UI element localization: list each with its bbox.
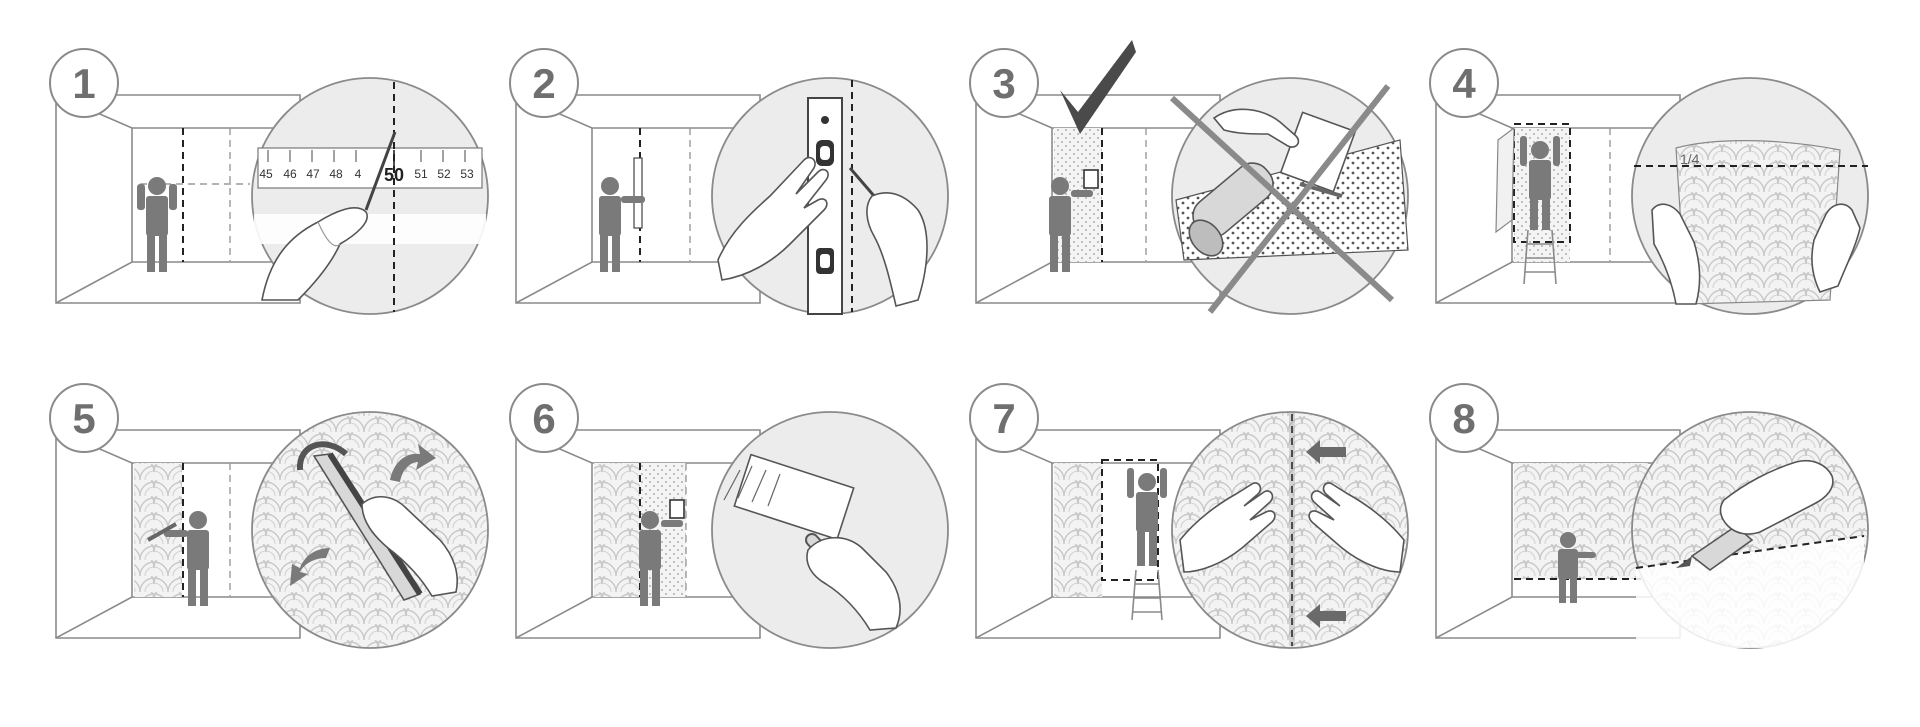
person-figure (639, 499, 685, 606)
hand-with-pencil-icon (261, 131, 397, 301)
hand-icon (1811, 203, 1861, 293)
paint-roller-icon (1188, 162, 1274, 257)
step-number: 2 (532, 60, 555, 107)
step-number-badge: 5 (49, 383, 119, 453)
wallpaper-roll-icon (1495, 126, 1515, 234)
ladder-icon (1131, 569, 1163, 621)
cross-icon (1169, 84, 1395, 314)
step-number-badge: 8 (1429, 383, 1499, 453)
arrow-left-icon (1306, 440, 1346, 464)
strip-fraction-label: 1/4 (1680, 151, 1700, 167)
step-5-panel: 5 (49, 383, 489, 649)
arrow-left-icon (1306, 604, 1346, 628)
step-number-badge: 2 (509, 48, 579, 118)
detail-circle: 45 46 47 48 4 50 51 52 53 (251, 77, 489, 315)
step-7-panel: 7 (969, 383, 1409, 649)
person-figure (1127, 468, 1167, 566)
step-number-badge: 6 (509, 383, 579, 453)
step-number-badge: 7 (969, 383, 1039, 453)
ruler-tick-label: 47 (306, 167, 320, 181)
room-outline (55, 429, 301, 639)
detail-circle (1631, 411, 1869, 649)
person-figure (147, 511, 209, 606)
utility-knife-icon (1676, 524, 1754, 571)
detail-circle: 1/4 (1631, 77, 1869, 315)
ruler-tick-label: 52 (437, 167, 451, 181)
detail-circle (251, 411, 489, 649)
hand-with-pencil-icon (848, 167, 928, 307)
detail-circle (1169, 77, 1409, 315)
ruler-tick-label: 45 (259, 167, 273, 181)
step-number: 3 (992, 60, 1015, 107)
hand-icon (1719, 460, 1834, 535)
step-number: 1 (72, 60, 95, 107)
step-3-panel: 3 (969, 40, 1409, 315)
step-number: 7 (992, 395, 1015, 442)
smoothing-brush-icon (296, 441, 423, 601)
check-mark-icon (1060, 40, 1136, 134)
step-number: 5 (72, 395, 95, 442)
person-figure (137, 177, 177, 272)
ruler-tick-label: 46 (283, 167, 297, 181)
step-4-panel: 4 1/4 (1429, 48, 1869, 315)
hand-icon (361, 496, 458, 597)
ruler-tick-label: 4 (355, 167, 362, 181)
step-2-panel: 2 (509, 48, 949, 315)
hand-icon (717, 156, 829, 281)
hand-icon (1651, 203, 1701, 305)
person-figure (1049, 169, 1099, 272)
detail-circle (711, 77, 949, 315)
detail-circle (711, 411, 949, 649)
person-figure (1520, 136, 1560, 230)
step-number-badge: 4 (1429, 48, 1499, 118)
brush-icon (1212, 108, 1357, 198)
arrow-curve-icon (290, 548, 330, 586)
ruler-tick-label: 51 (414, 167, 428, 181)
detail-circle (1171, 411, 1409, 649)
person-figure (1558, 532, 1596, 603)
ruler-tick-label: 48 (329, 167, 343, 181)
step-1-panel: 1 45 46 47 48 4 50 51 52 53 (49, 48, 489, 315)
person-figure (599, 177, 645, 272)
step-number-badge: 1 (49, 48, 119, 118)
room-outline (515, 429, 761, 639)
arrow-curve-icon (390, 444, 436, 482)
ruler-tick-label: 53 (460, 167, 474, 181)
step-8-panel: 8 (1429, 383, 1869, 649)
step-number: 8 (1452, 395, 1475, 442)
hand-icon (806, 537, 901, 631)
step-number-badge: 3 (969, 48, 1039, 118)
step-6-panel: 6 (509, 383, 949, 649)
ruler-tick-label: 50 (384, 165, 404, 185)
step-number: 4 (1452, 60, 1476, 107)
hand-icon (1179, 482, 1276, 573)
ladder-icon (1523, 229, 1557, 285)
step-number: 6 (532, 395, 555, 442)
hand-icon (1308, 482, 1405, 573)
